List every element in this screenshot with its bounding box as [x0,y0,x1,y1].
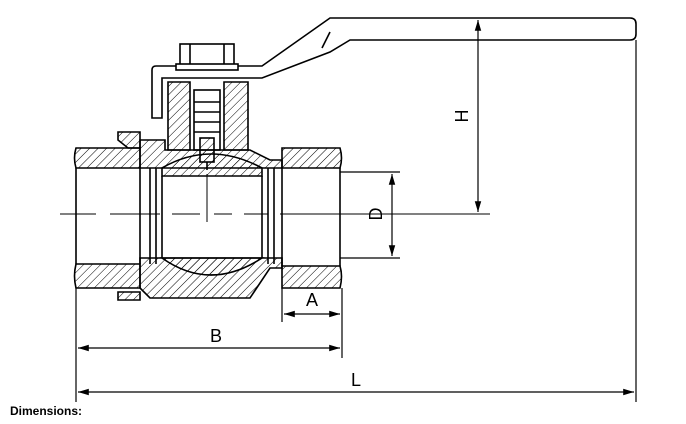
bonnet [167,81,249,170]
stem-nut [175,43,239,71]
center-lines [60,174,490,222]
right-end-connector [281,147,343,289]
dim-label-d: D [366,208,386,221]
dimensions-caption: Dimensions: [10,404,83,418]
ball [159,153,275,276]
dim-label-a: A [306,290,318,310]
left-end-connector [73,147,157,289]
dim-label-l: L [351,370,361,390]
dim-label-h: H [452,110,472,123]
dim-label-b: B [210,326,222,346]
handle [151,17,637,119]
